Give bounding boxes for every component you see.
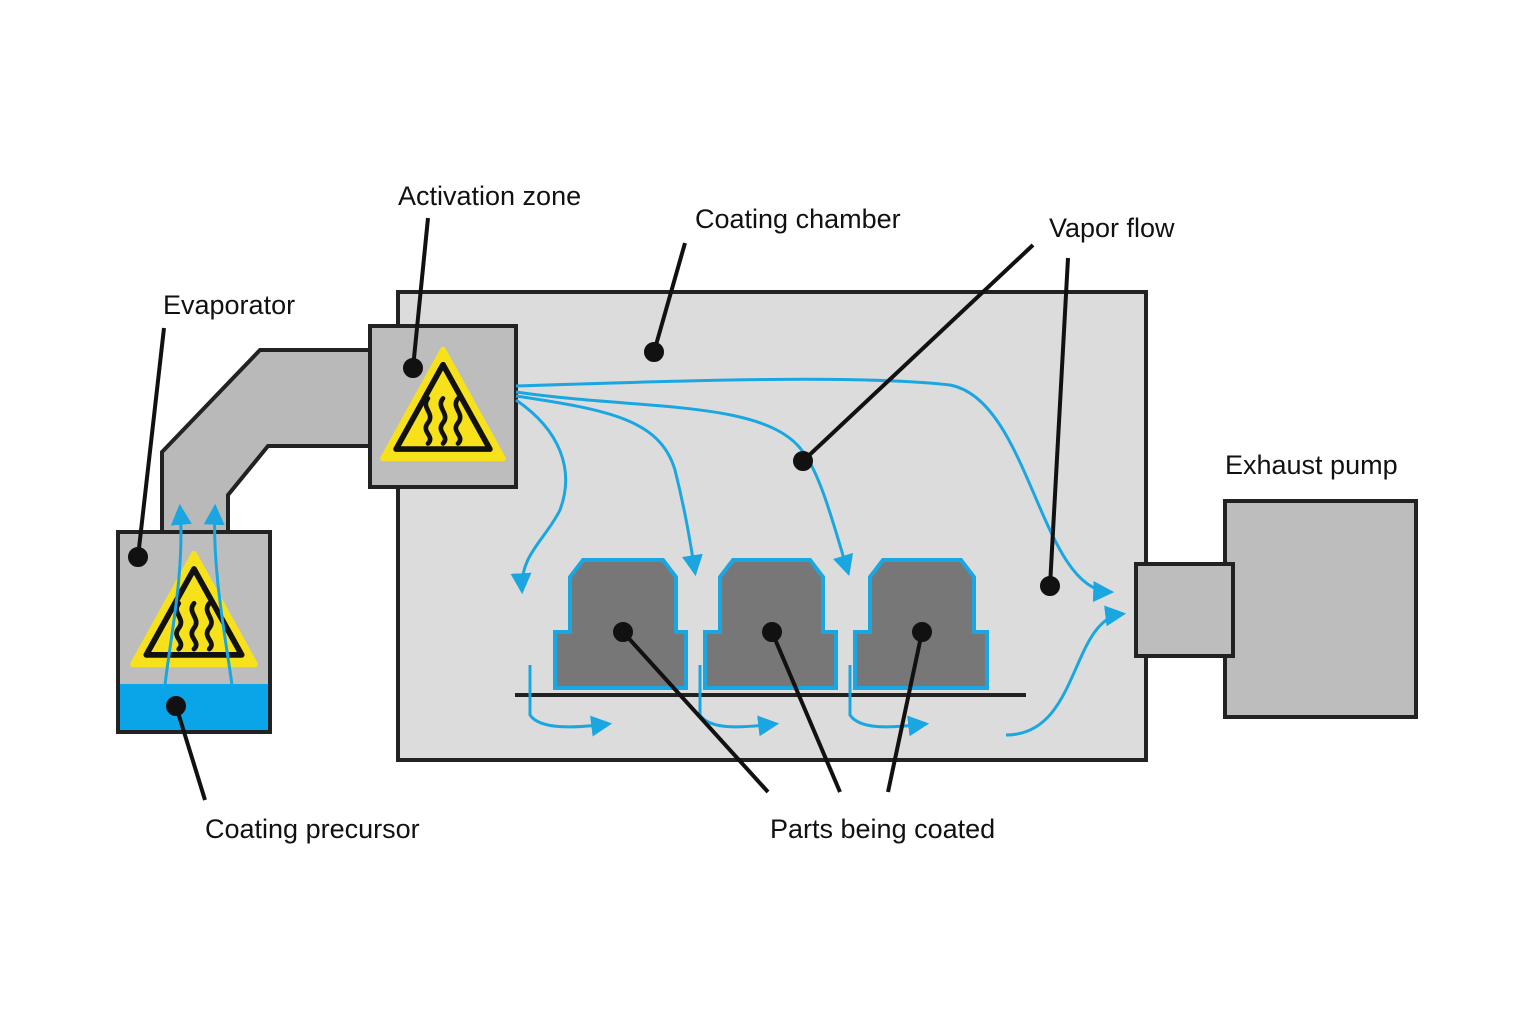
label-vapor-flow: Vapor flow <box>1049 213 1175 243</box>
exhaust-pump-inlet <box>1134 562 1235 658</box>
coating-precursor-liquid <box>120 685 268 730</box>
exhaust-pump-body <box>1223 499 1418 719</box>
label-coating-chamber: Coating chamber <box>695 204 901 234</box>
label-parts-being-coated: Parts being coated <box>770 814 995 844</box>
label-coating-precursor: Coating precursor <box>205 814 420 844</box>
label-exhaust-pump: Exhaust pump <box>1225 450 1398 480</box>
part-3-pointer-dot <box>912 622 932 642</box>
vapor-duct <box>160 348 374 535</box>
leader-lines <box>128 217 1070 801</box>
coating-precursor-pointer-dot <box>166 696 186 716</box>
evaporator-vapor-arrows <box>163 503 234 686</box>
activation-zone-pointer-dot <box>403 358 423 378</box>
label-evaporator: Evaporator <box>163 290 295 320</box>
part-2-pointer-dot <box>762 622 782 642</box>
coating-chamber-pointer-dot <box>644 342 664 362</box>
part-1-pointer-dot <box>613 622 633 642</box>
vapor-flow-pointer-dot-2 <box>1040 576 1060 596</box>
label-activation-zone: Activation zone <box>398 181 581 211</box>
evaporator-pointer-dot <box>128 547 148 567</box>
vapor-flow-pointer-dot <box>793 451 813 471</box>
